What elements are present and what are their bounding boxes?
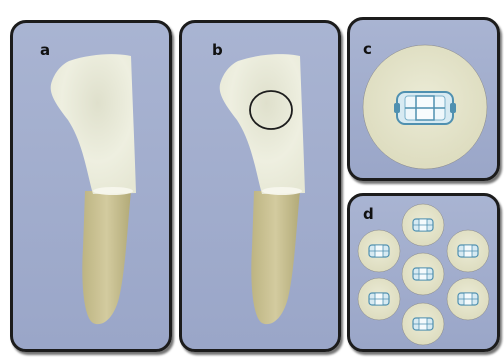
bracket-closeup <box>350 20 503 184</box>
bracket-grid <box>350 196 503 355</box>
panel-c: c <box>347 17 500 181</box>
disc-lower-left <box>358 278 400 320</box>
disc-top <box>402 204 444 246</box>
disc-upper-left <box>358 230 400 272</box>
disc-center <box>402 253 444 295</box>
tooth-crown <box>51 54 136 194</box>
tooth-crown <box>220 54 305 194</box>
disc-lower-right <box>447 278 489 320</box>
tooth-root <box>82 191 131 324</box>
tooth-illustration-marked <box>182 23 344 355</box>
panel-b: b <box>179 20 341 352</box>
panel-d: d <box>347 193 500 352</box>
panel-a: a <box>10 20 172 352</box>
disc-bottom <box>402 303 444 345</box>
bracket-icon <box>394 92 456 124</box>
tooth-illustration <box>13 23 175 355</box>
disc-upper-right <box>447 230 489 272</box>
tooth-root <box>251 191 300 324</box>
